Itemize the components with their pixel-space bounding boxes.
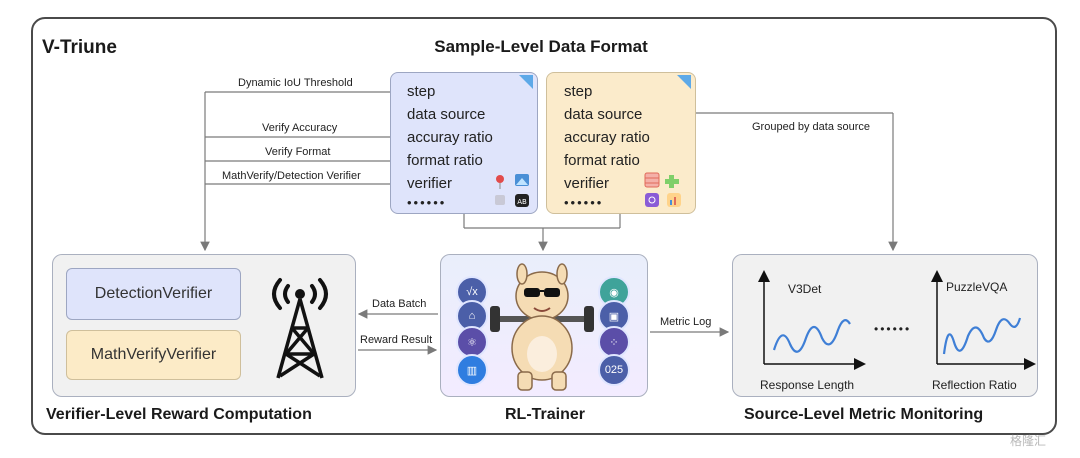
atom-icon — [645, 193, 659, 207]
field-data-source: data source — [407, 106, 486, 123]
field-format-ratio: format ratio — [407, 152, 483, 169]
field-ellipsis: •••••• — [564, 195, 604, 210]
counter-icon: 025 — [598, 354, 630, 386]
chart-icon: ▥ — [456, 354, 488, 386]
field-step: step — [564, 83, 593, 100]
field-ellipsis: •••••• — [407, 195, 447, 210]
chart1-title: V3Det — [788, 282, 822, 296]
task-icons-right — [644, 172, 681, 207]
field-accuracy-ratio: accuray ratio — [564, 129, 650, 146]
edge-label-verify-format: Verify Format — [265, 146, 331, 158]
cube-icon — [495, 195, 505, 205]
atom-icon: ⚛ — [456, 326, 488, 358]
edge-label-reward-result: Reward Result — [360, 334, 433, 346]
svg-text:AB: AB — [517, 198, 527, 206]
corner-tag-icon — [519, 75, 533, 89]
field-verifier: verifier — [564, 175, 610, 192]
edge-label-data-batch: Data Batch — [372, 298, 427, 310]
chart1-curve — [772, 319, 851, 353]
edge-label-verify-accuracy: Verify Accuracy — [262, 122, 338, 134]
task-icons-left: AB — [495, 174, 529, 207]
trainer-section-label: RL-Trainer — [504, 406, 585, 423]
watermark-logo: 格隆汇 — [1010, 434, 1047, 448]
math-verify-verifier-box: MathVerifyVerifier — [66, 330, 241, 380]
table-icon — [644, 172, 660, 188]
antenna-tower-icon — [272, 278, 328, 379]
llama-mascot-icon — [490, 263, 594, 391]
puzzle-icon — [665, 175, 679, 188]
field-accuracy-ratio: accuray ratio — [407, 129, 493, 146]
field-data-source: data source — [564, 106, 643, 123]
edge-label-grouped: Grouped by data source — [752, 121, 871, 133]
text-icon — [515, 194, 529, 207]
monitor-panel — [732, 254, 1038, 397]
verifier-section-label: Verifier-Level Reward Computation — [46, 406, 312, 423]
metric-charts — [758, 270, 1036, 370]
chart2-title: PuzzleVQA — [946, 280, 1008, 294]
edge-label-metric-log: Metric Log — [660, 316, 712, 328]
chart2-xlabel: Reflection Ratio — [932, 378, 1017, 392]
detection-verifier-box: DetectionVerifier — [66, 268, 241, 320]
chart2-curve — [942, 317, 1022, 355]
format-title: Sample-Level Data Format — [434, 37, 648, 56]
monitor-section-label: Source-Level Metric Monitoring — [744, 406, 984, 423]
field-verifier: verifier — [407, 175, 453, 192]
diagram-title: V-Triune — [42, 37, 117, 58]
data-format-card-left: step data source accuray ratio format ra… — [390, 72, 538, 214]
field-format-ratio: format ratio — [564, 152, 640, 169]
corner-tag-icon — [677, 75, 691, 89]
pin-icon — [496, 175, 504, 183]
field-step: step — [407, 83, 436, 100]
chart-ellipsis: •••••• — [874, 322, 912, 336]
outer-frame — [31, 17, 1057, 435]
dots-icon: ⁘ — [598, 326, 630, 358]
data-format-card-right: step data source accuray ratio format ra… — [546, 72, 696, 214]
chart1-xlabel: Response Length — [760, 378, 855, 392]
edge-label-dynamic-iou: Dynamic IoU Threshold — [238, 77, 353, 89]
edge-label-verifier-type: MathVerify/Detection Verifier — [222, 170, 361, 182]
